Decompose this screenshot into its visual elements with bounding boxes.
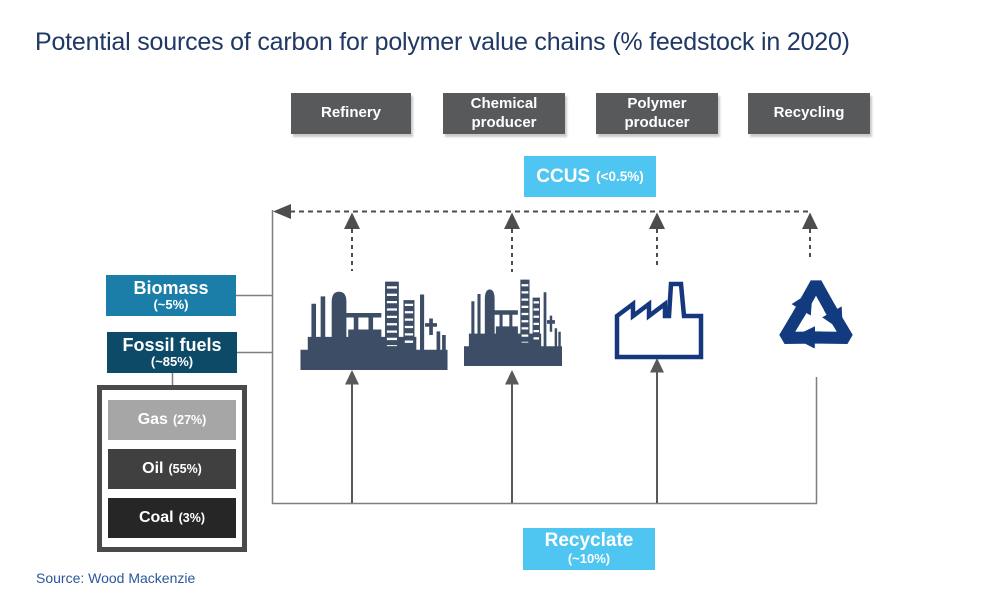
stage-box-chemical-producer: Chemical producer	[443, 93, 565, 134]
recyclate-box: Recyclate (~10%)	[523, 528, 655, 570]
fossil-fuels-share: (~85%)	[150, 354, 194, 370]
stage-label: Chemical producer	[470, 94, 538, 131]
ccus-label: CCUS	[536, 165, 591, 187]
recyclate-label: Recyclate	[544, 530, 634, 552]
coal-box: Coal (3%)	[108, 497, 236, 538]
stage-label: Recycling	[773, 104, 845, 122]
oil-box: Oil (55%)	[108, 448, 236, 489]
recycling-arrows-icon	[758, 260, 874, 372]
source-note: Source: Wood Mackenzie	[36, 570, 196, 586]
gas-label: Gas	[137, 410, 168, 428]
recyclate-share: (~10%)	[567, 551, 611, 567]
stage-label: Refinery	[320, 104, 382, 122]
ccus-box: CCUS (<0.5%)	[524, 156, 656, 197]
gas-box: Gas (27%)	[108, 399, 236, 440]
coal-share: (3%)	[178, 510, 206, 525]
feedstock-input-arrows	[345, 358, 664, 503]
ccus-capture-dashed-line	[273, 204, 818, 272]
biomass-share: (~5%)	[153, 297, 189, 313]
gas-share: (27%)	[172, 412, 207, 427]
fossil-fuels-box: Fossil fuels (~85%)	[107, 332, 237, 373]
stage-box-polymer-producer: Polymer producer	[596, 93, 718, 134]
feedstock-loop-line	[171, 210, 818, 505]
fossil-breakdown-panel: Gas (27%) Oil (55%) Coal (3%)	[97, 385, 247, 552]
fossil-fuels-label: Fossil fuels	[122, 335, 222, 356]
biomass-box: Biomass (~5%)	[106, 275, 236, 316]
oil-label: Oil	[142, 459, 164, 477]
stage-box-recycling: Recycling	[748, 93, 870, 134]
coal-label: Coal	[138, 508, 174, 526]
factory-icon	[613, 272, 705, 360]
ccus-share: (<0.5%)	[596, 169, 644, 184]
oil-share: (55%)	[168, 461, 202, 476]
stage-label: Polymer producer	[624, 94, 690, 131]
refinery-plant-icon	[298, 278, 450, 370]
biomass-label: Biomass	[133, 278, 209, 299]
chemical-plant-icon	[464, 276, 562, 366]
page-title: Potential sources of carbon for polymer …	[35, 28, 850, 56]
stage-box-refinery: Refinery	[291, 93, 411, 134]
